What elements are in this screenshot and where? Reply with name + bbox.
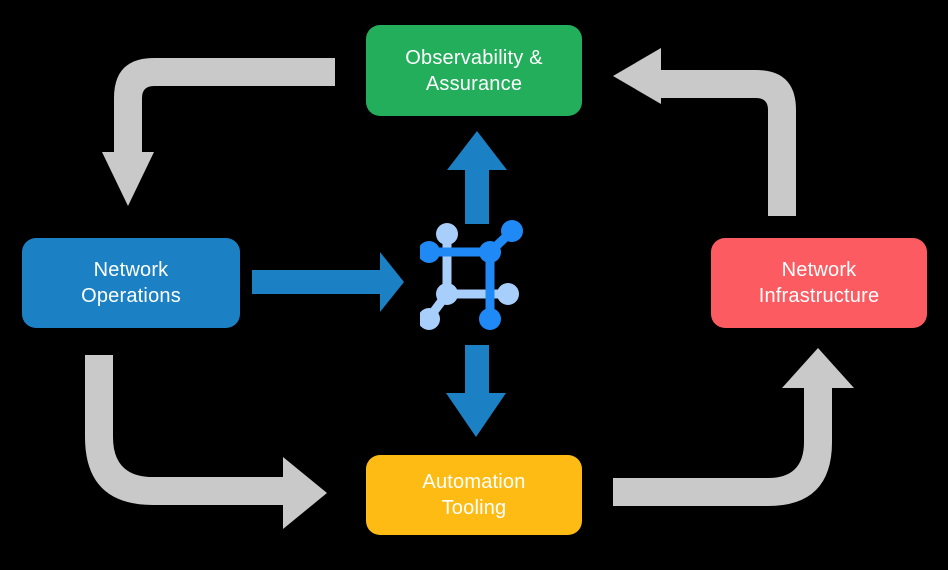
node-automation-tooling-label: Automation Tooling — [422, 471, 526, 519]
arrow-operations-to-center — [252, 252, 404, 312]
node-network-infrastructure-label: Network Infrastructure — [758, 259, 880, 307]
node-observability-assurance[interactable]: Observability & Assurance — [366, 25, 582, 116]
arrow-observability-to-operations — [102, 58, 335, 206]
arrow-automation-to-infrastructure — [613, 348, 854, 506]
node-network-infrastructure[interactable]: Network Infrastructure — [711, 238, 927, 328]
node-network-operations-label: Network Operations — [81, 259, 181, 307]
node-observability-label: Observability & Assurance — [405, 46, 543, 95]
node-automation-tooling[interactable]: Automation Tooling — [366, 455, 582, 535]
arrow-operations-to-automation — [85, 355, 327, 529]
arrow-infrastructure-to-observability — [613, 48, 796, 216]
node-network-operations[interactable]: Network Operations — [22, 238, 240, 328]
arrow-center-to-automation — [446, 345, 506, 437]
network-topology-icon — [420, 220, 523, 330]
arrow-center-to-observability — [447, 131, 507, 224]
